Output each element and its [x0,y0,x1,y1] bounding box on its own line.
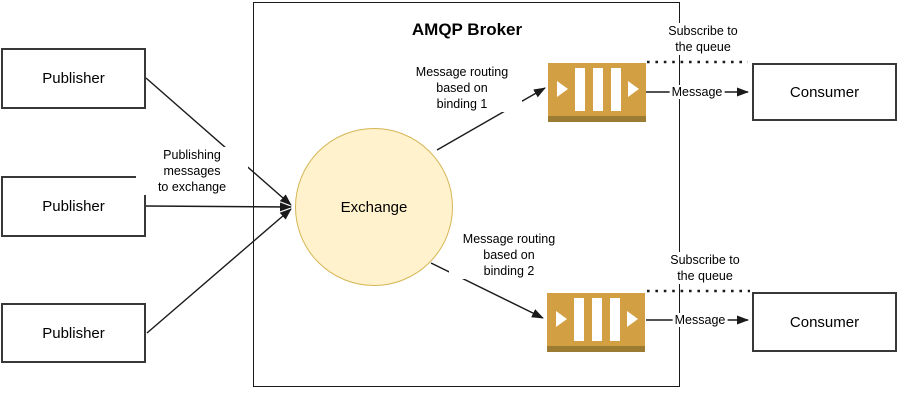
queue1-message-bar [575,68,585,111]
annotation-routing-binding-2: Message routing based on binding 2 [449,231,569,279]
queue1-message-bar [611,68,621,111]
consumer-label-2: Consumer [789,313,860,331]
arrow-exchange-to-queue1 [436,87,546,151]
queue2-shadow [547,346,645,352]
queue1-message-bar [593,68,603,111]
queue2-message-bar [610,298,620,341]
queue1-out-arrow-icon [628,81,639,97]
publisher-box-1: Publisher [1,48,146,109]
consumer-label-1: Consumer [789,83,860,101]
publisher-box-3: Publisher [1,303,146,363]
publisher-label-1: Publisher [42,70,105,87]
queue2-message-bar [592,298,602,341]
queue1-in-arrow-icon [557,81,568,97]
publisher-label-3: Publisher [42,324,105,342]
arrow-publisher3-to-exchange [146,208,292,334]
queue1-shadow [548,116,646,122]
annotation-subscribe-queue-2: Subscribe to the queue [650,252,760,284]
publisher-label-2: Publisher [42,198,105,215]
message-edge-label-2: Message [672,313,728,327]
consumer-box-1: Consumer [752,63,897,121]
arrow-publisher2-to-exchange [145,202,292,212]
broker-title: AMQP Broker [411,20,523,39]
queue2-message-bar [574,298,584,341]
queue2-in-arrow-icon [556,311,567,327]
arrow-publisher1-to-exchange [145,77,292,206]
consumer-box-2: Consumer [752,292,897,352]
annotation-routing-binding-1: Message routing based on binding 1 [402,64,522,112]
queue-icon-1 [548,63,646,122]
exchange-label: Exchange [340,198,408,216]
queue2-out-arrow-icon [627,311,638,327]
publisher-box-2: Publisher [1,176,146,237]
queue-icon-2 [547,293,645,352]
annotation-subscribe-queue-1: Subscribe to the queue [648,23,758,55]
exchange-circle: Exchange [295,128,453,286]
broker-box [253,2,680,387]
message-edge-label-1: Message [669,85,725,99]
annotation-publishing-messages: Publishing messages to exchange [136,147,248,195]
